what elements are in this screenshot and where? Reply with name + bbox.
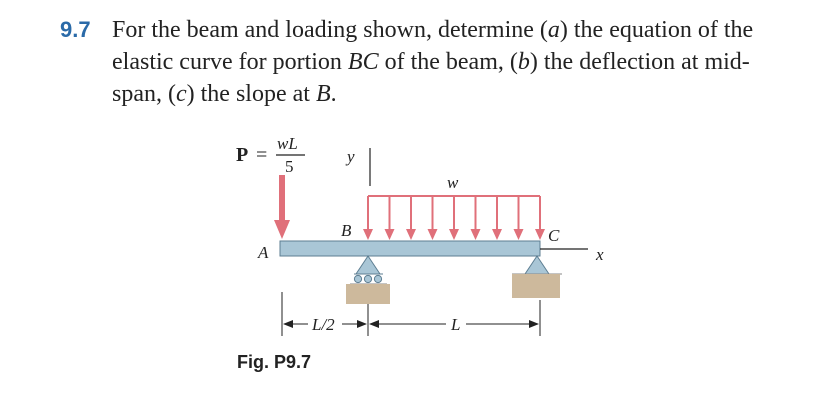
dimension-lines bbox=[281, 292, 541, 336]
dimension-label-l: L bbox=[450, 315, 460, 334]
distributed-load bbox=[363, 195, 545, 240]
distributed-load-label: w bbox=[447, 173, 459, 192]
distributed-load-arrow-head bbox=[513, 229, 524, 240]
distributed-load-arrow-head bbox=[449, 229, 459, 240]
distributed-load-arrow-head bbox=[406, 229, 416, 240]
beam bbox=[279, 240, 541, 257]
distributed-load-arrow-head bbox=[363, 229, 373, 240]
dimension-label-l-half: L/2 bbox=[311, 315, 335, 334]
problem-statement: 9.7 For the beam and loading shown, dete… bbox=[60, 14, 820, 110]
distributed-load-arrow-head bbox=[470, 229, 481, 240]
part-label: a bbox=[547, 17, 560, 43]
point-load-arrow bbox=[274, 175, 290, 239]
distributed-load-arrows bbox=[363, 196, 545, 240]
point-label-b: B bbox=[341, 221, 352, 240]
problem-text-segment: ) the slope at bbox=[186, 81, 316, 107]
load-label-denominator: 5 bbox=[285, 157, 294, 176]
distributed-load-arrow-head bbox=[492, 229, 502, 240]
distributed-load-arrow-head bbox=[384, 229, 395, 240]
load-label-equals: = bbox=[256, 144, 267, 166]
portion-label: BC bbox=[347, 49, 379, 75]
point-label-a: A bbox=[257, 243, 269, 262]
problem-text-segment: For the beam and loading shown, determin… bbox=[112, 17, 548, 43]
ground-block-b bbox=[346, 284, 390, 304]
point-label: B bbox=[315, 81, 331, 107]
roller-support-b bbox=[346, 255, 390, 304]
load-label-p: P bbox=[236, 144, 248, 166]
y-axis-label: y bbox=[345, 147, 355, 166]
problem-text-segment: span, ( bbox=[112, 81, 176, 107]
x-axis-label: x bbox=[595, 245, 604, 264]
problem-text-segment: elastic curve for portion bbox=[112, 49, 348, 75]
problem-text-segment: ) the deflection at mid- bbox=[529, 49, 750, 75]
part-label: c bbox=[175, 81, 187, 107]
problem-text-segment: ) the equation of the bbox=[559, 17, 754, 43]
ground-block-c bbox=[512, 274, 560, 298]
problem-number: 9.7 bbox=[60, 17, 91, 42]
pin-support-c bbox=[512, 255, 562, 298]
distributed-load-arrow-head bbox=[427, 229, 438, 240]
problem-text-segment: of the beam, ( bbox=[378, 49, 518, 75]
distributed-load-arrow-head bbox=[535, 229, 545, 240]
part-label: b bbox=[517, 49, 530, 75]
problem-text-segment: . bbox=[330, 81, 337, 107]
figure-caption: Fig. P9.7 bbox=[237, 352, 312, 372]
point-label-c: C bbox=[548, 226, 560, 245]
load-label-numerator: wL bbox=[277, 134, 298, 153]
problem-text: For the beam and loading shown, determin… bbox=[112, 14, 820, 110]
